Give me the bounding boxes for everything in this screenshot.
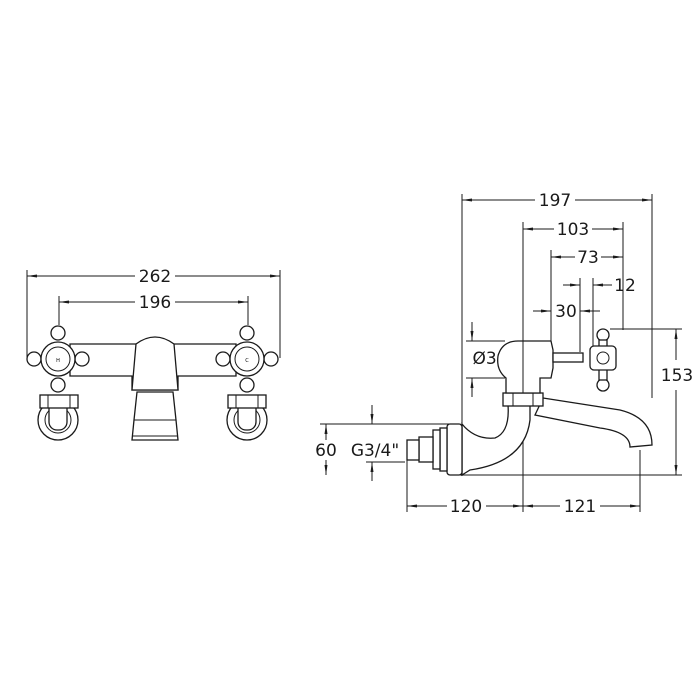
spout [534, 397, 653, 448]
dimension-30: 30 [533, 302, 600, 322]
dimension-label: 30 [555, 302, 577, 322]
dimension-153: 153 [661, 329, 693, 475]
dimension-197: 197 [462, 191, 652, 211]
dimension-label: 197 [539, 191, 571, 211]
dimension-label: 153 [661, 366, 693, 386]
dimension-73: 73 [551, 248, 623, 268]
dimension-120: 120 [407, 497, 523, 517]
elbow-pipe [461, 404, 531, 477]
dimension-262: 262 [27, 267, 280, 287]
front-view: 262 196 H [26, 267, 281, 441]
handle-cold: C [215, 325, 279, 441]
valve-body [497, 340, 554, 394]
side-view: 197 103 73 12 30 Ø39 [315, 191, 693, 517]
dimension-label: 120 [450, 497, 482, 517]
dimension-label: 103 [557, 220, 589, 240]
dimension-label: 60 [315, 441, 337, 461]
dimension-60: 60 [315, 424, 337, 475]
dimension-thread: G3/4" [344, 405, 406, 481]
dimension-label: 262 [139, 267, 171, 287]
wall-flange [406, 423, 463, 476]
dimension-196: 196 [59, 293, 248, 313]
centre-spout [131, 391, 179, 441]
handle-hot: H [26, 325, 90, 441]
dimension-12: 12 [563, 276, 636, 296]
hex-nut [502, 392, 544, 407]
dimension-103: 103 [523, 220, 623, 240]
dimension-label: 121 [564, 497, 596, 517]
spindle [552, 352, 584, 363]
dimension-label: 73 [577, 248, 599, 268]
dimension-label: 196 [139, 293, 171, 313]
centre-stem [131, 336, 179, 391]
dimension-121: 121 [523, 497, 640, 517]
hot-mark: H [56, 358, 60, 364]
handle-side [589, 328, 617, 392]
cold-mark: C [245, 358, 249, 364]
dimension-label: G3/4" [351, 441, 399, 461]
dimension-label: 12 [614, 276, 636, 296]
